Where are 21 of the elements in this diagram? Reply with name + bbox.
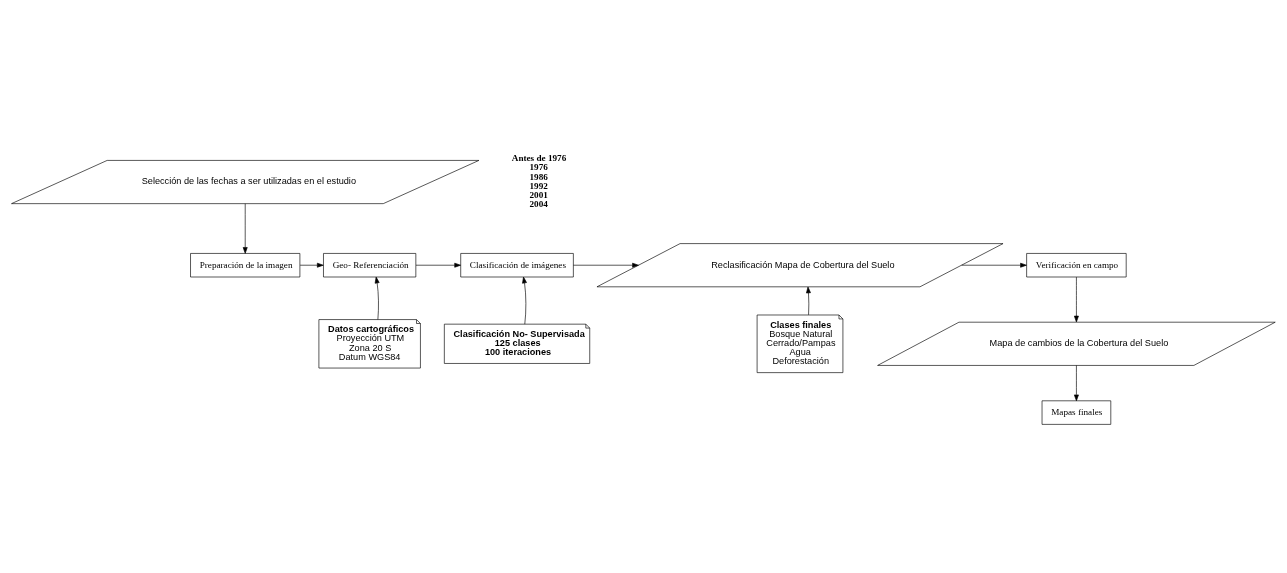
label: Antes de 1976	[511, 153, 567, 164]
node-box: Geo- Referenciación	[323, 253, 417, 278]
arrow	[1074, 365, 1079, 402]
node-box: Verificación en campo	[1026, 253, 1127, 278]
node-box: Preparación de la imagen	[190, 253, 301, 278]
arrow	[961, 262, 1027, 268]
arrow	[1074, 276, 1079, 323]
arrow	[299, 262, 324, 268]
arrow	[415, 262, 461, 268]
arrow	[374, 276, 380, 320]
label: 2004	[529, 199, 548, 210]
label: 2001	[529, 189, 548, 200]
label: 1976	[529, 162, 548, 173]
arrow	[242, 203, 248, 254]
node-box: Mapas finales	[1041, 400, 1112, 425]
node-box: Clasificación de imágenes	[460, 253, 574, 278]
arrow	[522, 276, 527, 325]
arrow	[806, 286, 811, 316]
label: 1992	[529, 180, 548, 191]
arrow	[573, 262, 639, 268]
label: 1986	[529, 171, 548, 182]
